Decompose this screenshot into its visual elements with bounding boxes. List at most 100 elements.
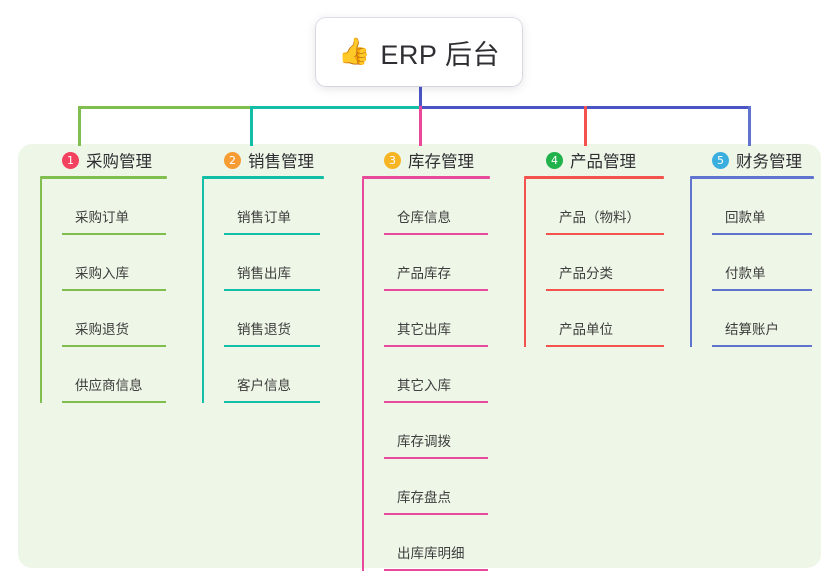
column-list: 1 采购管理采购订单采购入库采购退货供应商信息 2 销售管理销售订单销售出库销售退货客… (18, 144, 821, 571)
leaf-item[interactable]: 产品（物料） (546, 179, 684, 235)
leaf-label: 采购退货 (75, 322, 129, 337)
leaf-item[interactable]: 仓库信息 (384, 179, 512, 235)
leaf-label: 产品库存 (397, 266, 451, 281)
column-badge-2: 2 (224, 151, 241, 169)
leaf-rule (224, 345, 320, 347)
leaf-label: 回款单 (725, 210, 766, 225)
leaf-label: 采购订单 (75, 210, 129, 225)
leaf-rule (62, 345, 166, 347)
leaf-rule (384, 233, 488, 235)
leaf-label: 供应商信息 (75, 378, 143, 393)
leaf-label: 产品单位 (559, 322, 613, 337)
leaf-label: 其它出库 (397, 322, 451, 337)
trunk-segment (250, 106, 419, 109)
column-drop-4 (584, 106, 587, 146)
leaf-item[interactable]: 库存盘点 (384, 459, 512, 515)
column-header-1[interactable]: 1 采购管理 (40, 144, 190, 176)
leaf-rule (384, 513, 488, 515)
column-rule-3 (362, 176, 490, 179)
leaf-item[interactable]: 采购退货 (62, 291, 190, 347)
column-5: 5 财务管理回款单付款单结算账户 (690, 144, 826, 347)
leaf-rule (712, 345, 812, 347)
leaf-list-1: 采购订单采购入库采购退货供应商信息 (40, 179, 190, 403)
leaf-label: 出库库明细 (397, 546, 465, 561)
column-drop-2 (250, 106, 253, 146)
column-header-5[interactable]: 5 财务管理 (690, 144, 826, 176)
leaf-item[interactable]: 产品单位 (546, 291, 684, 347)
leaf-item[interactable]: 销售订单 (224, 179, 352, 235)
leaf-label: 采购入库 (75, 266, 129, 281)
leaf-label: 销售订单 (237, 210, 291, 225)
leaf-item[interactable]: 采购订单 (62, 179, 190, 235)
column-badge-4: 4 (546, 151, 563, 169)
leaf-spine-4 (524, 179, 526, 347)
leaf-item[interactable]: 结算账户 (712, 291, 826, 347)
leaf-item[interactable]: 其它出库 (384, 291, 512, 347)
leaf-item[interactable]: 产品分类 (546, 235, 684, 291)
leaf-spine-5 (690, 179, 692, 347)
trunk-segment (78, 106, 250, 109)
column-header-4[interactable]: 4 产品管理 (524, 144, 684, 176)
leaf-rule (384, 401, 488, 403)
column-2: 2 销售管理销售订单销售出库销售退货客户信息 (202, 144, 352, 403)
column-rule-2 (202, 176, 324, 179)
leaf-label: 销售退货 (237, 322, 291, 337)
leaf-spine-1 (40, 179, 42, 403)
leaf-label: 付款单 (725, 266, 766, 281)
leaf-label: 仓库信息 (397, 210, 451, 225)
leaf-spine-3 (362, 179, 364, 571)
leaf-label: 产品（物料） (559, 210, 640, 225)
leaf-rule (224, 289, 320, 291)
leaf-label: 库存调拨 (397, 434, 451, 449)
leaf-label: 产品分类 (559, 266, 613, 281)
column-title-2: 销售管理 (248, 153, 314, 171)
leaf-list-4: 产品（物料） 产品分类产品单位 (524, 179, 684, 347)
leaf-rule (384, 289, 488, 291)
leaf-rule (546, 345, 664, 347)
leaf-label: 客户信息 (237, 378, 291, 393)
leaf-rule (546, 233, 664, 235)
leaf-item[interactable]: 客户信息 (224, 347, 352, 403)
leaf-rule (712, 289, 812, 291)
root-title: ERP 后台 (380, 39, 500, 70)
root-node[interactable]: 👍 ERP 后台 (316, 18, 522, 86)
leaf-item[interactable]: 库存调拨 (384, 403, 512, 459)
leaf-item[interactable]: 采购入库 (62, 235, 190, 291)
column-4: 4 产品管理产品（物料） 产品分类产品单位 (524, 144, 684, 347)
leaf-label: 库存盘点 (397, 490, 451, 505)
column-drop-5 (748, 106, 751, 146)
column-badge-1: 1 (62, 151, 79, 169)
column-title-3: 库存管理 (408, 153, 474, 171)
column-rule-5 (690, 176, 814, 179)
root-connector-stem (419, 86, 422, 106)
column-title-1: 采购管理 (86, 153, 152, 171)
leaf-rule (62, 289, 166, 291)
leaf-list-2: 销售订单销售出库销售退货客户信息 (202, 179, 352, 403)
column-rule-1 (40, 176, 167, 179)
leaf-list-5: 回款单付款单结算账户 (690, 179, 826, 347)
column-title-5: 财务管理 (736, 153, 802, 171)
leaf-item[interactable]: 销售退货 (224, 291, 352, 347)
column-badge-3: 3 (384, 151, 401, 169)
leaf-item[interactable]: 其它入库 (384, 347, 512, 403)
leaf-item[interactable]: 出库库明细 (384, 515, 512, 571)
leaf-item[interactable]: 回款单 (712, 179, 826, 235)
column-drop-1 (78, 106, 81, 146)
column-header-3[interactable]: 3 库存管理 (362, 144, 512, 176)
leaf-spine-2 (202, 179, 204, 403)
column-header-2[interactable]: 2 销售管理 (202, 144, 352, 176)
column-badge-5: 5 (712, 151, 729, 169)
leaf-item[interactable]: 供应商信息 (62, 347, 190, 403)
leaf-item[interactable]: 付款单 (712, 235, 826, 291)
leaf-item[interactable]: 产品库存 (384, 235, 512, 291)
leaf-rule (384, 457, 488, 459)
diagram-card (18, 144, 821, 568)
thumbs-up-icon: 👍 (338, 37, 371, 67)
leaf-rule (546, 289, 664, 291)
trunk-segment (419, 106, 748, 109)
leaf-rule (712, 233, 812, 235)
column-title-4: 产品管理 (570, 153, 636, 171)
leaf-label: 销售出库 (237, 266, 291, 281)
leaf-item[interactable]: 销售出库 (224, 235, 352, 291)
